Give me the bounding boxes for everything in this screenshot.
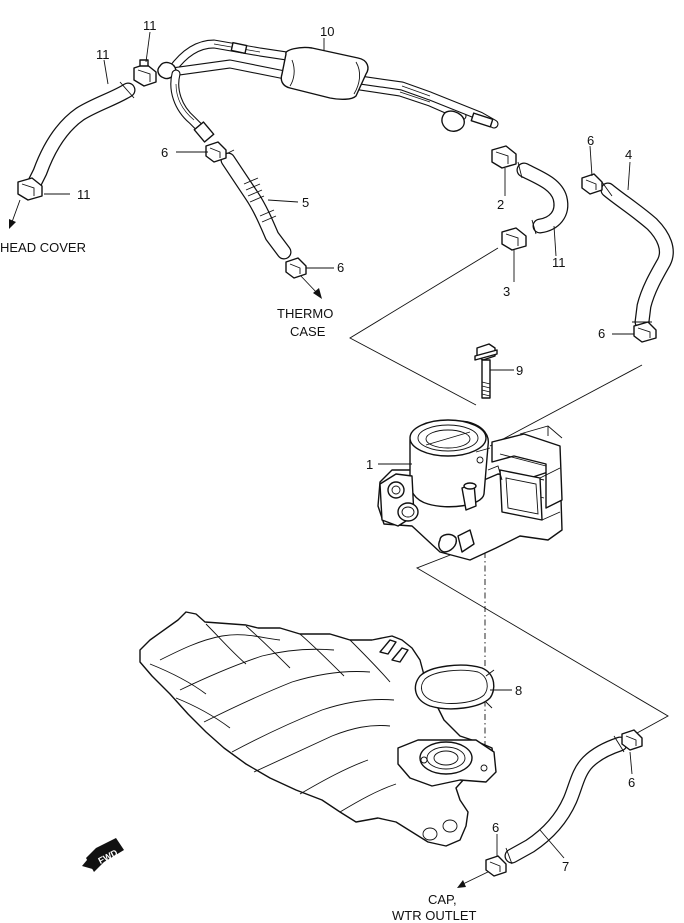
hose-part-9 — [516, 161, 569, 235]
hose-part-4 — [600, 181, 674, 330]
cap-wtr-outlet-label-line1: CAP, — [428, 892, 457, 907]
callout-11-mid: 2 — [497, 197, 504, 212]
callout-5: 5 — [302, 195, 309, 210]
hose-part-10 — [26, 81, 136, 192]
callout-11-top: 11 — [143, 18, 157, 33]
callout-1: 1 — [366, 457, 373, 472]
callout-11-lower: 3 — [503, 284, 510, 299]
callout-numbers: 11 11 11 6 5 6 10 2 3 6 4 11 6 9 1 8 6 7… — [77, 18, 635, 874]
clamp-6-thermo-icon — [285, 257, 307, 279]
head-cover-label: HEAD COVER — [0, 240, 86, 255]
callout-7: 9 — [516, 363, 523, 378]
clamp-11-top-icon — [133, 59, 157, 87]
thermo-case-label-line1: THERMO — [277, 306, 333, 321]
callout-leaders — [44, 31, 634, 859]
clamp-6-hose3-top-icon — [621, 729, 643, 751]
forward-arrow-icon: FWD — [82, 838, 124, 872]
callout-6-hose3-bottom: 6 — [492, 820, 499, 835]
clamp-6-right-upper-icon — [581, 173, 603, 195]
clamps — [17, 59, 657, 877]
thermo-case-label-line2: CASE — [290, 324, 326, 339]
callout-4: 4 — [625, 147, 632, 162]
callout-8: 10 — [320, 24, 334, 39]
callout-6-thermo: 6 — [337, 260, 344, 275]
callout-2: 8 — [515, 683, 522, 698]
clamp-6-hose3-bottom-icon — [485, 855, 507, 877]
throttle-body-part-1 — [377, 419, 563, 561]
arrowheads — [9, 219, 466, 888]
gasket-part-2 — [414, 664, 495, 710]
callout-11-left: 11 — [77, 187, 91, 202]
reference-lines — [11, 199, 669, 885]
hose-part-8 — [157, 39, 499, 143]
callout-6-hose3-top: 6 — [628, 775, 635, 790]
clamp-11-lower-icon — [501, 227, 527, 251]
clamp-11-left-icon — [17, 177, 43, 201]
hose-part-3 — [504, 735, 628, 865]
bolt-part-7 — [474, 343, 498, 399]
clamp-11-mid-icon — [491, 145, 517, 169]
clamp-6-upper-icon — [205, 141, 227, 163]
callout-6-right-lower: 6 — [598, 326, 605, 341]
cap-wtr-outlet-label-line2: WTR OUTLET — [392, 908, 477, 923]
callout-6-upper: 6 — [161, 145, 168, 160]
intake-manifold — [139, 611, 497, 847]
callout-3: 7 — [562, 859, 569, 874]
clamp-6-right-lower-icon — [633, 321, 657, 343]
hose-part-5 — [220, 149, 292, 260]
callout-6-right-upper: 6 — [587, 133, 594, 148]
callout-9: 11 — [552, 255, 566, 270]
callout-10: 11 — [96, 47, 110, 62]
destination-labels: HEAD COVER THERMO CASE CAP, WTR OUTLET — [0, 240, 477, 923]
